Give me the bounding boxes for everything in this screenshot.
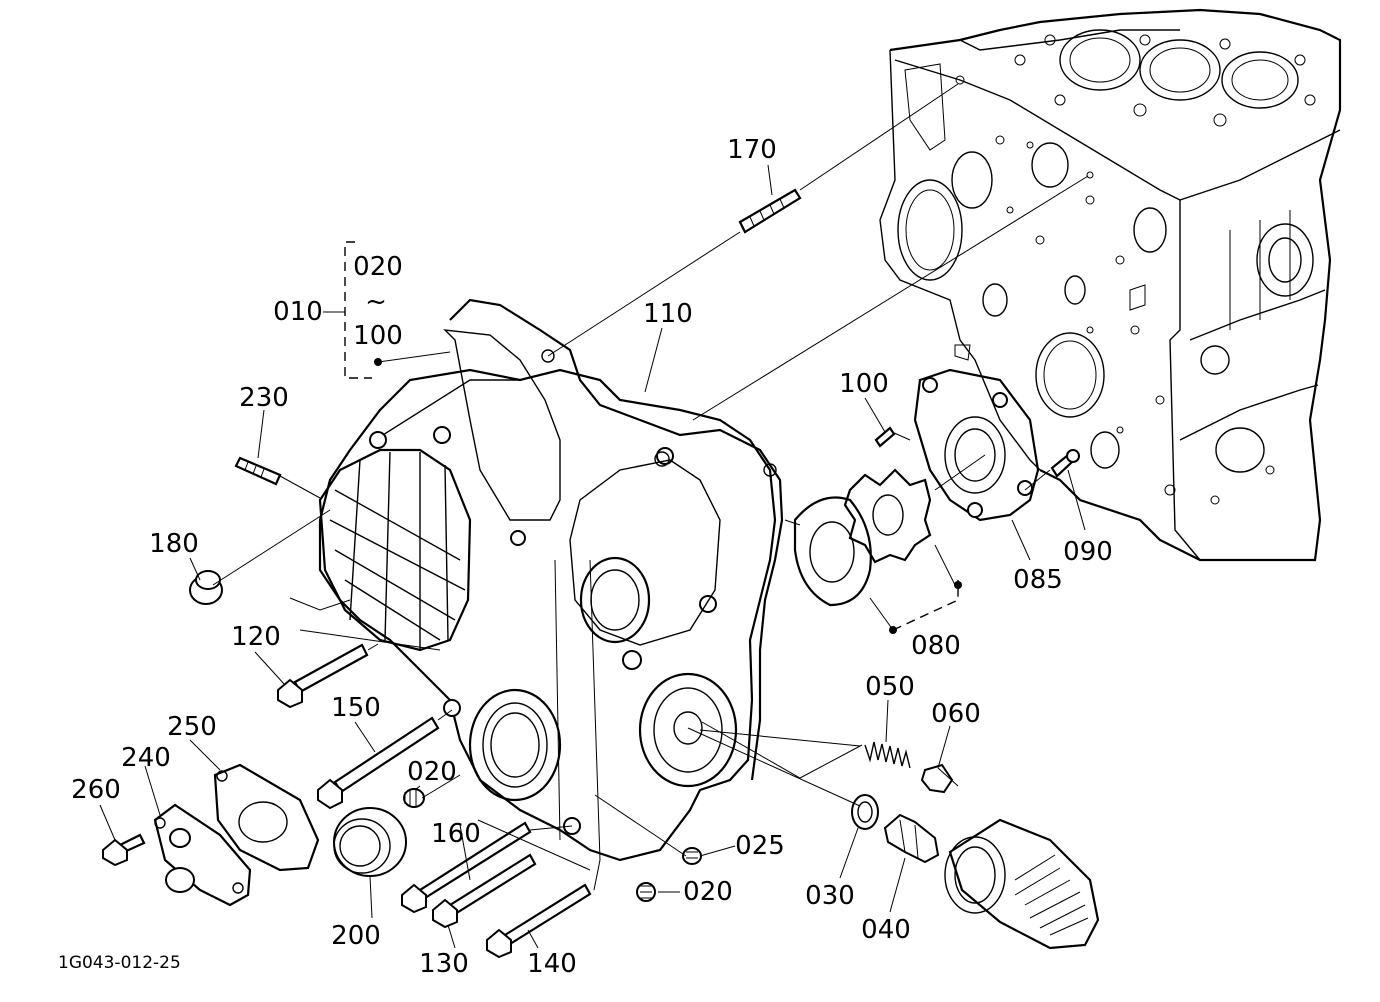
nut-180 [189, 570, 223, 605]
label-240: 240 [121, 743, 171, 773]
label-230: 230 [239, 383, 289, 413]
callout-leaders [99, 164, 1086, 949]
label-170: 170 [727, 135, 777, 165]
gear-case [318, 368, 777, 862]
pin-100 [874, 426, 896, 448]
label-110: 110 [643, 299, 693, 329]
plug-025 [682, 847, 702, 865]
label-080: 080 [911, 631, 961, 661]
oil-pump-cover-085 [913, 368, 1040, 522]
oil-seal-200 [333, 807, 407, 877]
label-040: 040 [861, 915, 911, 945]
label-050: 050 [865, 672, 915, 702]
label-020-bottom: 020 [683, 877, 733, 907]
diagram-code: 1G043-012-25 [58, 953, 181, 973]
label-130: 130 [419, 949, 469, 979]
oil-filter [944, 818, 1100, 950]
part-labels: 170 020 ~ 100 010 110 230 100 180 090 08… [58, 135, 1113, 979]
cap-060 [920, 763, 954, 794]
bolt-260 [102, 833, 146, 867]
bolt-090 [1050, 449, 1080, 478]
label-160: 160 [431, 819, 481, 849]
label-060: 060 [931, 699, 981, 729]
flange-240 [153, 803, 252, 907]
label-090: 090 [1063, 537, 1113, 567]
label-100-range-end: 100 [353, 321, 403, 351]
bolt-150 [317, 716, 440, 810]
stud-170 [738, 188, 802, 234]
label-120: 120 [231, 622, 281, 652]
leader-lines [212, 83, 1089, 891]
label-100: 100 [839, 369, 889, 399]
label-250: 250 [167, 712, 217, 742]
label-010: 010 [273, 297, 323, 327]
oil-pump-rotors-080 [793, 468, 932, 607]
plug-020-bottom [636, 882, 656, 902]
washer-030 [851, 794, 879, 830]
label-180: 180 [149, 529, 199, 559]
label-020-top: 020 [407, 757, 457, 787]
gasket-110 [443, 298, 784, 781]
stud-230 [234, 456, 282, 486]
engine-block [879, 8, 1342, 562]
fitting-040 [883, 813, 940, 864]
label-range-tilde: ~ [365, 287, 387, 317]
bolt-120 [277, 643, 369, 709]
bolt-130 [432, 853, 537, 929]
bolt-140 [486, 883, 592, 959]
label-260: 260 [71, 775, 121, 805]
bolt-160 [401, 821, 532, 914]
label-085: 085 [1013, 565, 1063, 595]
spring-050 [864, 741, 911, 769]
plug-020-top [403, 788, 425, 808]
label-030: 030 [805, 881, 855, 911]
label-020-range-start: 020 [353, 252, 403, 282]
label-025: 025 [735, 831, 785, 861]
label-150: 150 [331, 693, 381, 723]
label-140: 140 [527, 949, 577, 979]
gasket-250 [213, 763, 320, 872]
label-200: 200 [331, 921, 381, 951]
